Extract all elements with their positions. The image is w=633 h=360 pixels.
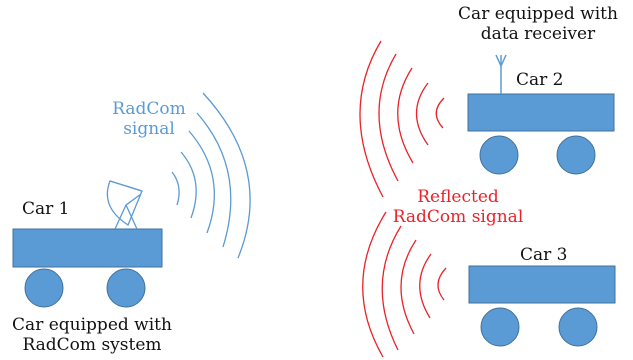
- reflected-waves-car-3: [362, 211, 447, 358]
- car-1-caption-line-2: RadCom system: [22, 335, 162, 355]
- car-2-caption-line-1: Car equipped with: [458, 4, 618, 24]
- car-2-body: [467, 93, 615, 132]
- reflected-signal-label-line-1: Reflected: [417, 187, 499, 207]
- radcom-signal-label-line-2: signal: [123, 119, 175, 139]
- red-wave-top-1: [435, 97, 445, 129]
- blue-wave-3: [188, 130, 215, 234]
- radcom-signal-label: RadCom signal: [94, 99, 204, 139]
- car-2-front-wheel: [479, 135, 519, 175]
- car-2-rear-wheel: [556, 135, 596, 175]
- red-wave-top-4: [378, 53, 399, 182]
- car-2-caption: Car equipped with data receiver: [448, 4, 628, 44]
- car-3-label: Car 3: [520, 245, 568, 265]
- red-wave-bottom-2: [419, 253, 432, 319]
- car-1-label: Car 1: [22, 199, 70, 219]
- car-1-rear-wheel: [106, 268, 146, 308]
- red-wave-bottom-3: [400, 239, 417, 335]
- dish-antenna-icon: [106, 180, 143, 230]
- blue-wave-4: [196, 112, 232, 248]
- reflected-waves-car-2: [359, 40, 445, 198]
- blue-wave-1: [171, 171, 180, 206]
- blue-wave-2: [180, 151, 197, 219]
- receiver-antenna-icon: [495, 54, 507, 94]
- car-3-front-wheel: [480, 307, 520, 347]
- car-2-label: Car 2: [516, 70, 564, 90]
- car-1: [12, 180, 163, 308]
- red-wave-bottom-5: [362, 211, 387, 358]
- red-wave-top-3: [397, 67, 414, 164]
- red-wave-top-5: [359, 40, 384, 198]
- car-2: [467, 54, 615, 175]
- car-3-body: [468, 265, 616, 304]
- blue-wave-5: [202, 92, 251, 259]
- car-1-caption-line-1: Car equipped with: [12, 315, 172, 335]
- car-2-caption-line-2: data receiver: [480, 24, 596, 44]
- reflected-signal-label-line-2: RadCom signal: [392, 207, 524, 227]
- car-3-rear-wheel: [558, 307, 598, 347]
- radcom-signal-waves: [171, 92, 251, 259]
- car-1-caption: Car equipped with RadCom system: [0, 315, 184, 355]
- red-wave-top-2: [415, 82, 429, 146]
- red-wave-bottom-1: [437, 267, 447, 301]
- reflected-signal-label: Reflected RadCom signal: [373, 187, 543, 227]
- car-1-front-wheel: [24, 268, 64, 308]
- radcom-signal-label-line-1: RadCom: [112, 99, 186, 119]
- car-3: [468, 265, 616, 347]
- red-wave-bottom-4: [381, 225, 402, 351]
- car-1-body: [12, 228, 163, 268]
